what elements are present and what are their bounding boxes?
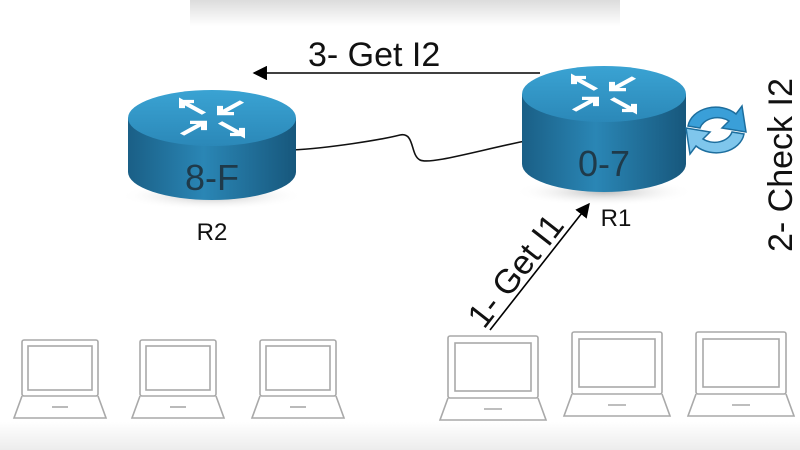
refresh-icon [685,104,747,156]
router-r2-range: 8-F [185,157,239,198]
step3-label: 3- Get I2 [308,36,440,74]
laptop-icon[interactable] [686,331,796,417]
router-r2-name: R2 [197,219,228,246]
laptop-icon[interactable] [130,339,226,419]
router-arrows-icon [179,97,245,139]
router-arrows-icon [571,73,637,115]
laptop-icon[interactable] [12,339,108,419]
step1-label: 1- Get I1 [460,207,571,335]
laptop-icon[interactable] [438,335,548,421]
serial-link [291,134,531,162]
router-r2[interactable]: 8-F [120,90,304,210]
top-shadow [190,0,620,26]
router-r1-name: R1 [601,205,632,232]
laptop-icon[interactable] [562,331,672,417]
router-r1[interactable]: 0-7 [514,66,694,206]
router-r1-range: 0-7 [578,143,630,184]
laptop-icon[interactable] [250,339,346,419]
bottom-strip [0,422,800,450]
step1-arrow [489,202,590,331]
step2-label: 2- Check I2 [762,78,800,252]
